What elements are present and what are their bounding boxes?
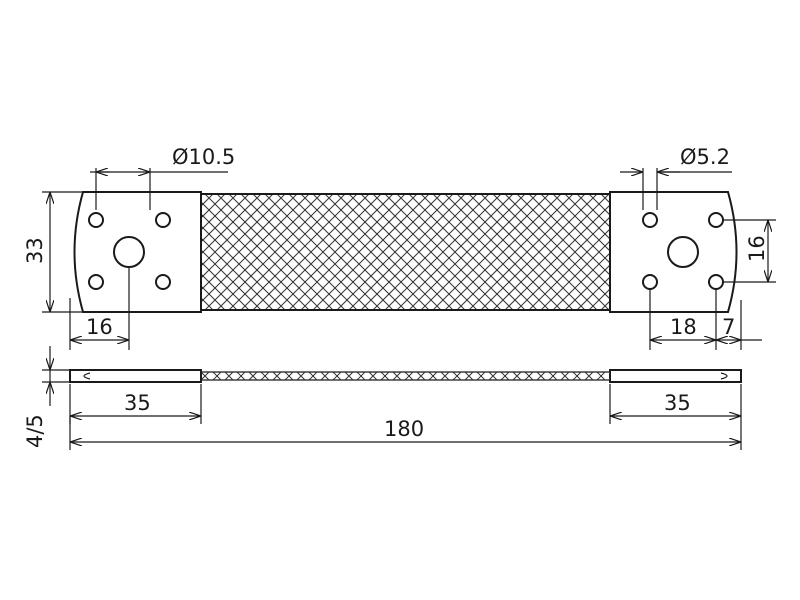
left-lug-hole-top-right <box>155 212 171 228</box>
right-lug-hole-bottom-left <box>642 274 658 290</box>
dim-hole-offset-left: 16 <box>69 267 130 350</box>
side-view <box>69 369 742 383</box>
right-lug-hole-top-left <box>642 212 658 228</box>
left-lug-center-hole <box>113 236 145 268</box>
dim-thickness-label: 4/5 <box>23 414 47 448</box>
left-lug-hole-bottom-left <box>88 274 104 290</box>
dim-height-label: 33 <box>23 237 47 264</box>
braid-side-mesh <box>201 371 610 381</box>
braid-mesh <box>201 194 610 310</box>
right-lug-hole-bottom-right <box>708 274 724 290</box>
dim-total-length: 180 <box>69 416 741 450</box>
dim-height: 33 <box>23 191 96 313</box>
dim-lug-length-left-label: 35 <box>124 391 151 415</box>
dim-lug-length-left: 35 <box>69 384 202 424</box>
right-lug-side <box>609 369 742 383</box>
dim-hole-offset-right: 18 7 <box>649 289 762 350</box>
top-view <box>73 191 738 313</box>
right-lug-end-detail <box>720 372 728 380</box>
dim-hole-spacing-right: 16 <box>722 219 776 283</box>
dim-hole-offset-left-label: 16 <box>86 315 113 339</box>
dim-hole-large: Ø10.5 <box>90 145 235 210</box>
dim-lug-length-right: 35 <box>609 384 742 450</box>
dim-hole-small: Ø5.2 <box>620 145 732 210</box>
left-lug-hole-top-left <box>88 212 104 228</box>
dim-hole-small-label: Ø5.2 <box>680 145 730 169</box>
dimensions: Ø10.5 Ø5.2 33 16 <box>23 145 776 450</box>
dim-thickness: 4/5 <box>23 346 70 448</box>
dim-edge-offset-right-label: 7 <box>722 315 735 339</box>
dim-hole-offset-right-label: 18 <box>670 315 697 339</box>
dim-hole-spacing-right-label: 16 <box>745 235 769 262</box>
right-lug-plate <box>609 191 738 313</box>
right-lug-hole-top-right <box>708 212 724 228</box>
left-lug-end-detail <box>83 372 91 380</box>
right-lug-center-hole <box>667 236 699 268</box>
left-lug-hole-bottom-right <box>155 274 171 290</box>
left-lug-side <box>69 369 202 383</box>
dim-total-length-label: 180 <box>384 417 424 441</box>
dim-lug-length-right-label: 35 <box>664 391 691 415</box>
dim-hole-large-label: Ø10.5 <box>172 145 235 169</box>
